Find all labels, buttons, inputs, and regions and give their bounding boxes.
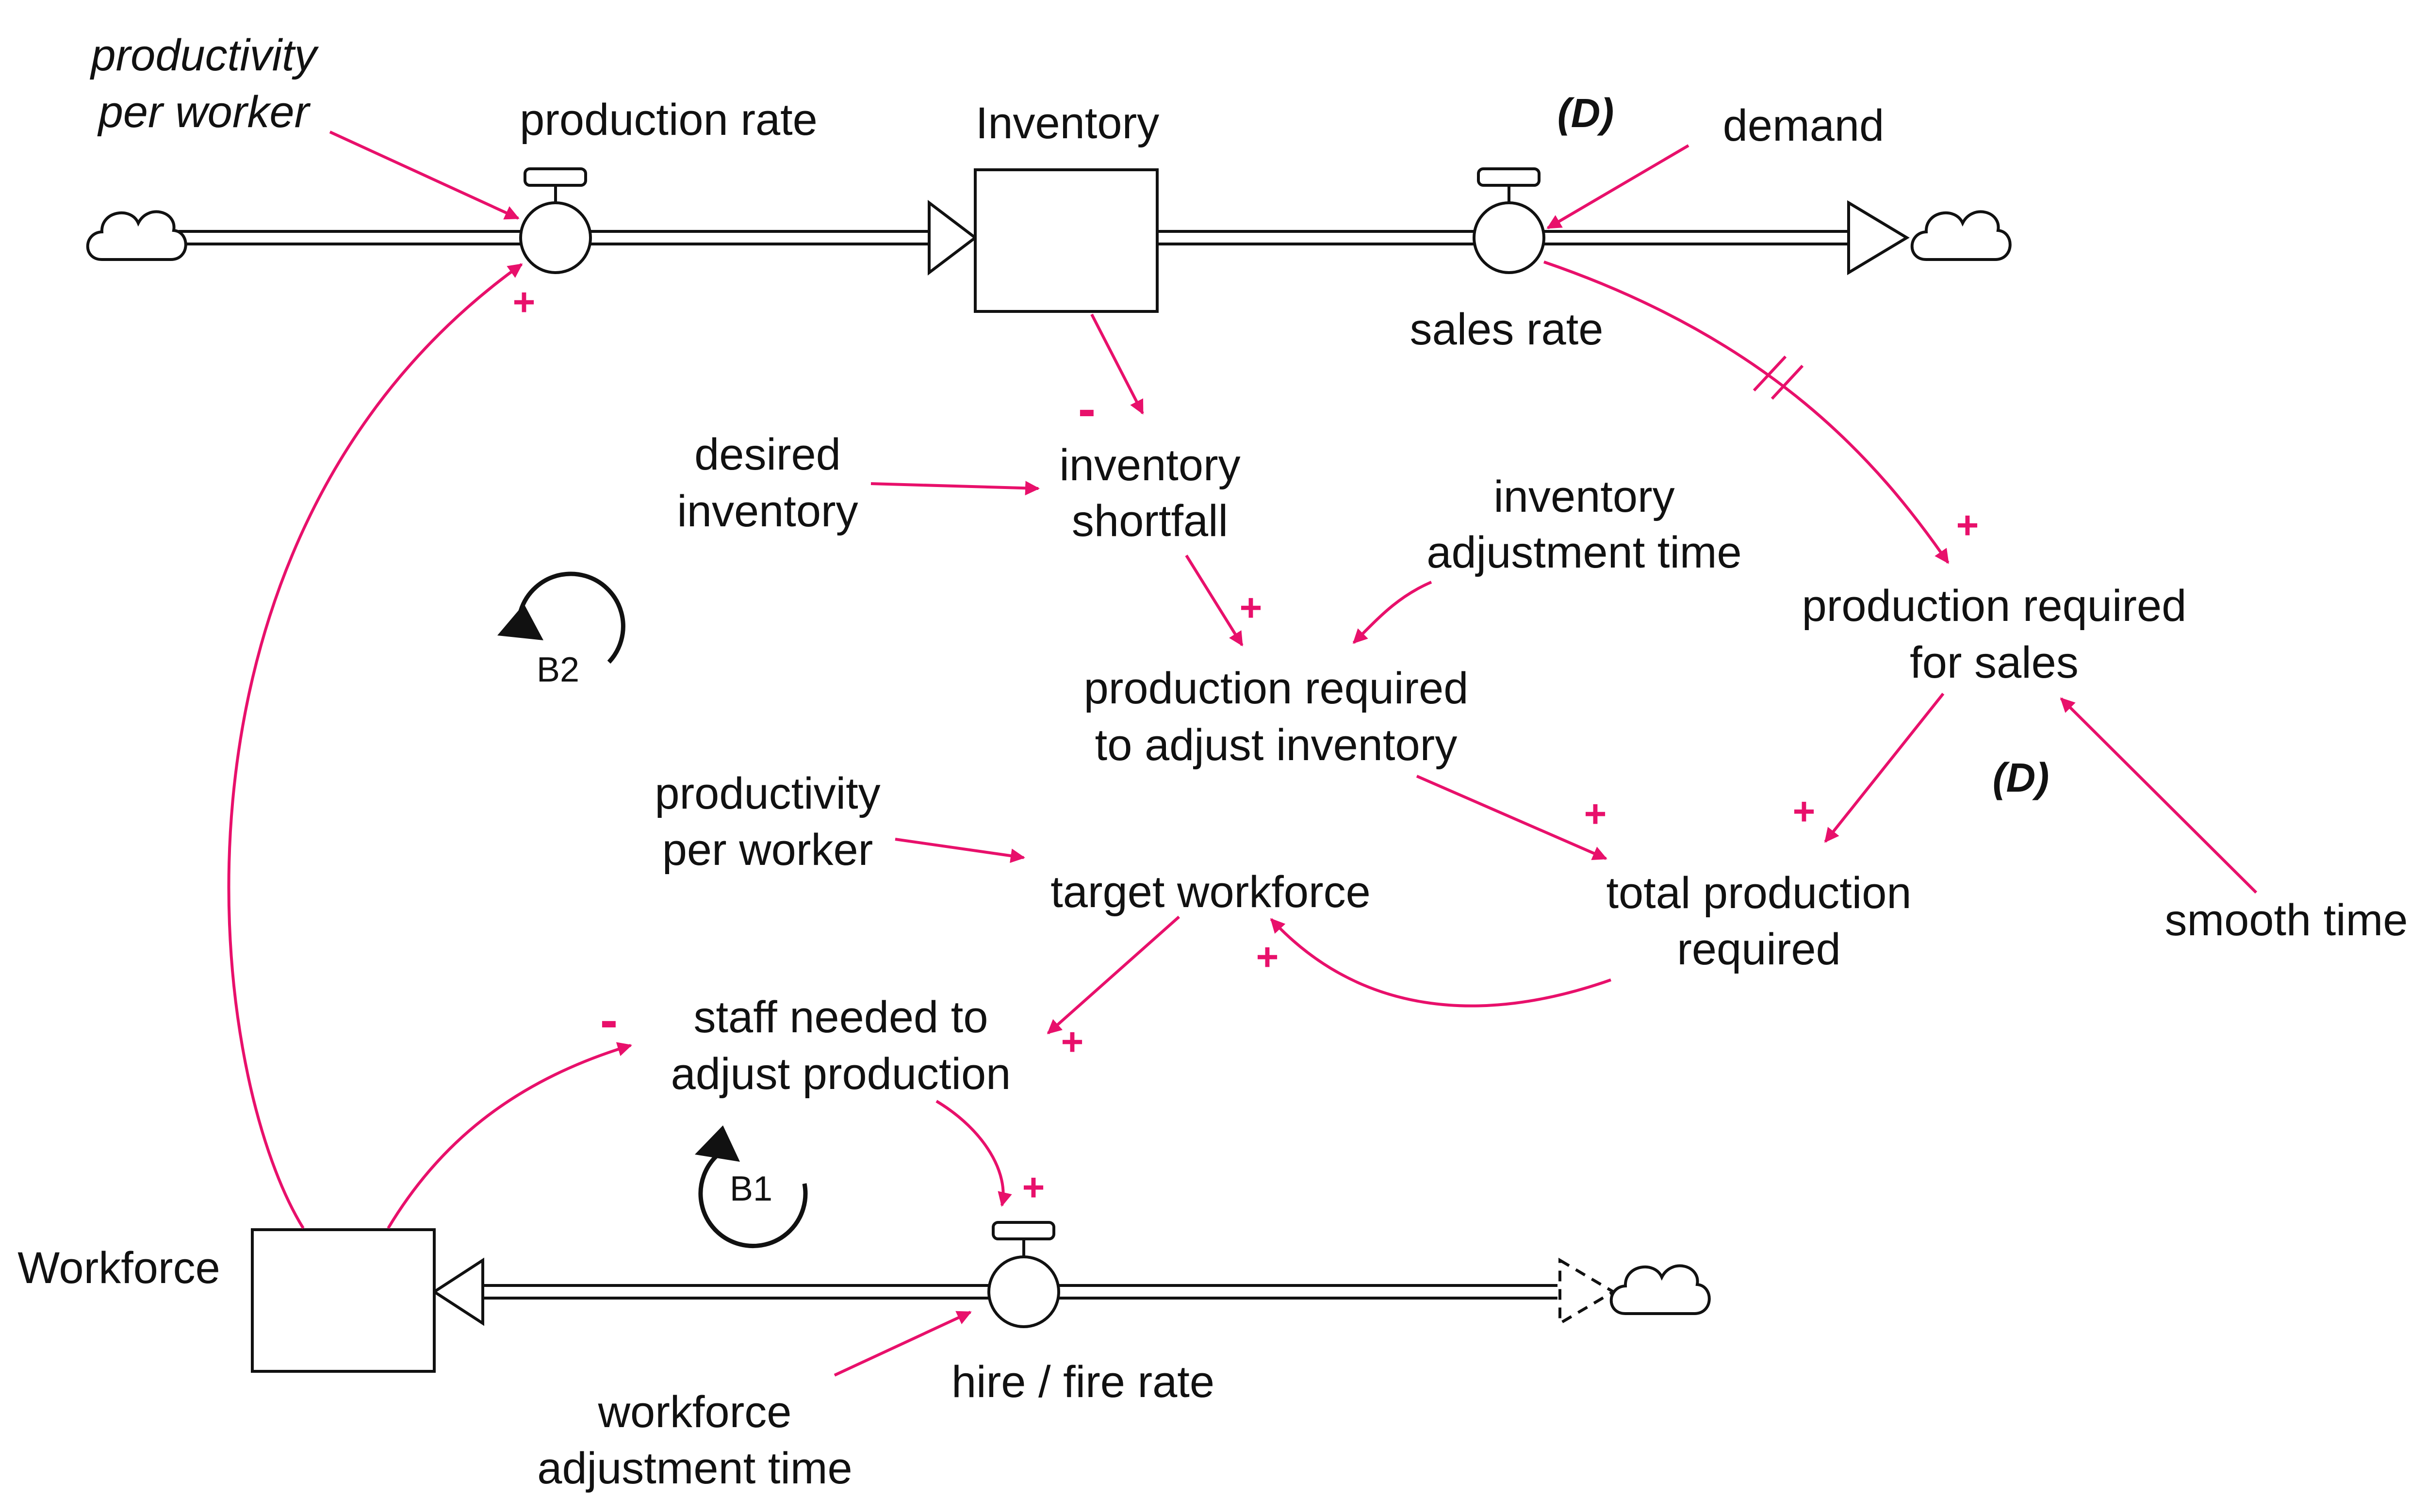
workforce-label: Workforce <box>17 1243 220 1293</box>
polarity-staff-needed-from-workforce: - <box>600 990 618 1050</box>
polarity-production-rate: + <box>513 280 536 324</box>
hire-fire-rate-label: hire / fire rate <box>951 1357 1214 1407</box>
desired-inventory-label-1: desired <box>694 430 841 479</box>
total-production-label-1: total production <box>1606 868 1911 918</box>
source-cloud-icon <box>86 210 187 261</box>
hire-fire-rate-valve-icon <box>987 1221 1060 1328</box>
productivity-top-label-2: per worker <box>97 87 311 137</box>
production-rate-label: production rate <box>520 95 818 145</box>
smooth-time-label: smooth time <box>2164 895 2408 945</box>
productivity-mid-label-2: per worker <box>662 825 873 875</box>
loop-b1-label: B1 <box>730 1170 772 1208</box>
link-productivity-to-target <box>895 838 1025 863</box>
polarity-production-required-adjust: + <box>1240 586 1262 629</box>
link-wf-adjtime-to-hire-fire <box>834 1311 972 1377</box>
staff-needed-label-1: staff needed to <box>693 992 988 1042</box>
inventory-adjustment-time-label-2: adjustment time <box>1426 528 1741 577</box>
inventory-shortfall-label-2: shortfall <box>1072 496 1228 546</box>
demand-label: demand <box>1723 101 1884 150</box>
link-smooth-to-sales-req <box>2060 697 2258 894</box>
link-staff-to-hire-fire <box>935 1100 1012 1207</box>
inventory-adjustment-time-label-1: inventory <box>1493 472 1674 521</box>
workforce-stock <box>251 1228 436 1373</box>
delay-mark-demand: (D) <box>1557 90 1614 136</box>
loop-b1-icon: B1 <box>695 1125 808 1248</box>
delay-hash-icon <box>1753 355 1804 400</box>
inventory-shortfall-label-1: inventory <box>1059 440 1240 490</box>
polarity-inventory-shortfall: - <box>1078 379 1096 439</box>
inventory-stock <box>974 168 1159 313</box>
polarity-total-from-adjust: + <box>1584 792 1607 835</box>
productivity-top-label-1: productivity <box>89 31 319 80</box>
polarity-staff-needed-from-target: + <box>1061 1020 1084 1063</box>
target-workforce-label: target workforce <box>1050 867 1371 917</box>
productivity-mid-label-1: productivity <box>655 769 880 818</box>
delay-mark-smooth: (D) <box>1993 755 2049 800</box>
loop-b2-label: B2 <box>537 650 579 689</box>
link-desired-to-shortfall <box>870 481 1040 496</box>
production-required-sales-label-1: production required <box>1802 581 2187 631</box>
total-production-label-2: required <box>1677 925 1841 974</box>
link-shortfall-to-adjust <box>1185 554 1244 647</box>
link-workforce-to-staff <box>387 1042 632 1229</box>
workforce-adjustment-time-label-2: adjustment time <box>537 1444 852 1493</box>
inventory-label: Inventory <box>976 98 1159 148</box>
production-rate-valve-icon <box>519 167 592 274</box>
link-adjust-to-total <box>1416 775 1607 860</box>
production-required-sales-label-2: for sales <box>1910 638 2079 687</box>
link-sales-req-to-total <box>1824 693 1945 843</box>
link-target-to-staff <box>1047 915 1180 1035</box>
production-required-adjust-label-2: to adjust inventory <box>1095 720 1458 770</box>
workforce-cloud-icon <box>1609 1264 1711 1315</box>
sink-cloud-icon <box>1910 210 2012 261</box>
polarity-production-required-sales: + <box>1956 504 1979 547</box>
link-demand-to-sales-rate <box>1546 144 1689 229</box>
polarity-hire-fire-rate: + <box>1022 1166 1045 1209</box>
link-productivity-to-production-rate <box>329 130 520 220</box>
staff-needed-label-2: adjust production <box>671 1049 1011 1099</box>
loop-b2-icon: B2 <box>497 571 625 689</box>
link-total-to-target <box>1270 918 1611 1008</box>
production-required-adjust-label-1: production required <box>1084 664 1469 713</box>
sales-rate-label: sales rate <box>1410 305 1604 354</box>
workforce-adjustment-time-label-1: workforce <box>598 1387 792 1437</box>
link-workforce-to-production-rate <box>227 263 523 1229</box>
link-sales-to-required-for-sales <box>1543 260 1950 564</box>
polarity-target-workforce: + <box>1256 935 1279 978</box>
desired-inventory-label-2: inventory <box>677 487 858 536</box>
sales-rate-valve-icon <box>1473 167 1545 274</box>
link-inventory-to-shortfall <box>1090 313 1144 415</box>
polarity-total-from-sales: + <box>1793 790 1816 833</box>
link-adjtime-to-adjust <box>1352 581 1432 644</box>
